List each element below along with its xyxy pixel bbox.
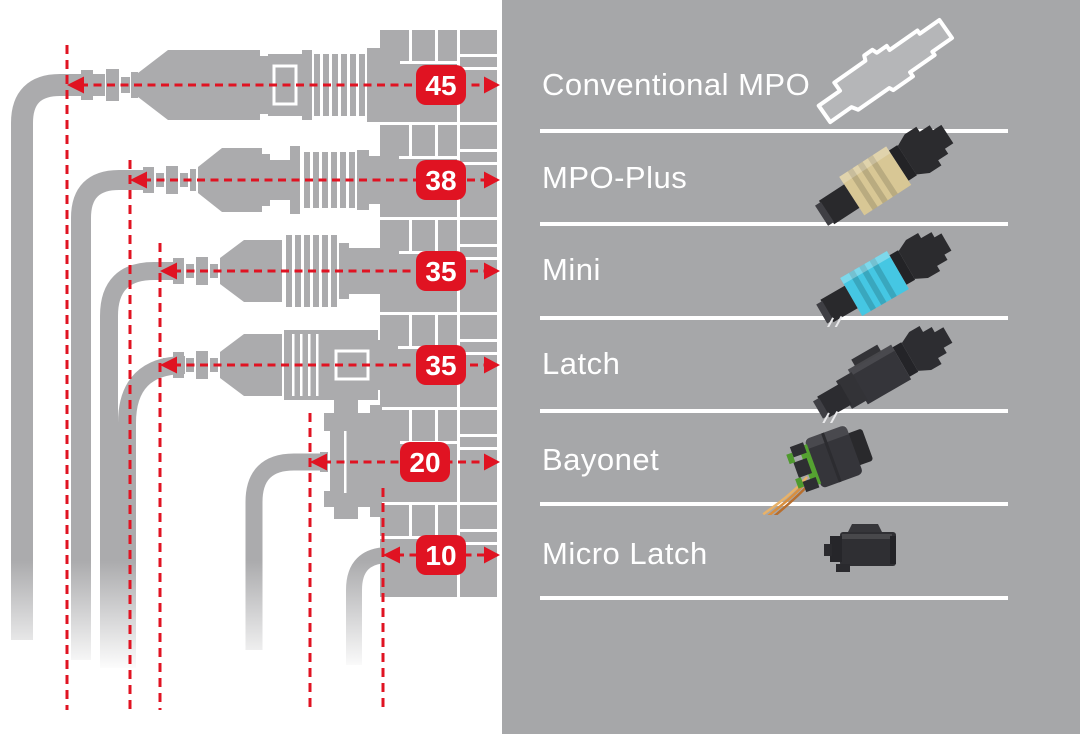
label-conventional-mpo: Conventional MPO	[542, 67, 811, 102]
mpo-plus-connector-photo	[815, 124, 954, 226]
row-divider	[540, 409, 1008, 413]
cable	[71, 170, 150, 660]
latch-connector-photo	[812, 325, 953, 423]
badge-35-latch	[416, 345, 466, 385]
label-mini: Mini	[542, 252, 601, 287]
micro-latch-connector-photo	[824, 524, 896, 572]
mini-connector-photo	[816, 232, 952, 327]
legend-panel: Conventional MPO MPO-Plus Mini Latch Bay…	[502, 0, 1080, 734]
row-divider	[540, 596, 1008, 600]
label-latch: Latch	[542, 346, 621, 381]
badge-value: 45	[425, 70, 456, 101]
vertical-datum-lines	[65, 45, 385, 710]
badge-value: 20	[409, 447, 440, 478]
badge-35-mini	[416, 251, 466, 291]
cable	[118, 356, 186, 668]
adapter-panel-mosaic	[380, 30, 497, 600]
cable	[245, 453, 322, 650]
dimension-badges: 45 38 35 35 20 10	[400, 65, 466, 575]
cable	[100, 262, 180, 668]
cable	[11, 74, 105, 640]
bayonet-connector-photo	[762, 424, 873, 515]
badge-38	[416, 160, 466, 200]
badge-10	[416, 535, 466, 575]
row-divider	[540, 502, 1008, 506]
dimension-arrowheads	[67, 76, 500, 564]
connector-silhouette-bayonet	[312, 399, 400, 519]
conventional-mpo-outline-icon	[816, 17, 955, 125]
badge-20	[400, 442, 450, 482]
badge-value: 38	[425, 165, 456, 196]
badge-value: 10	[425, 540, 456, 571]
label-micro-latch: Micro Latch	[542, 536, 708, 571]
row-divider	[540, 129, 1008, 133]
row-divider	[540, 316, 1008, 320]
badge-value: 35	[425, 256, 456, 287]
badge-value: 35	[425, 350, 456, 381]
label-mpo-plus: MPO-Plus	[542, 160, 688, 195]
label-bayonet: Bayonet	[542, 442, 660, 477]
badge-45	[416, 65, 466, 105]
row-divider	[540, 222, 1008, 226]
